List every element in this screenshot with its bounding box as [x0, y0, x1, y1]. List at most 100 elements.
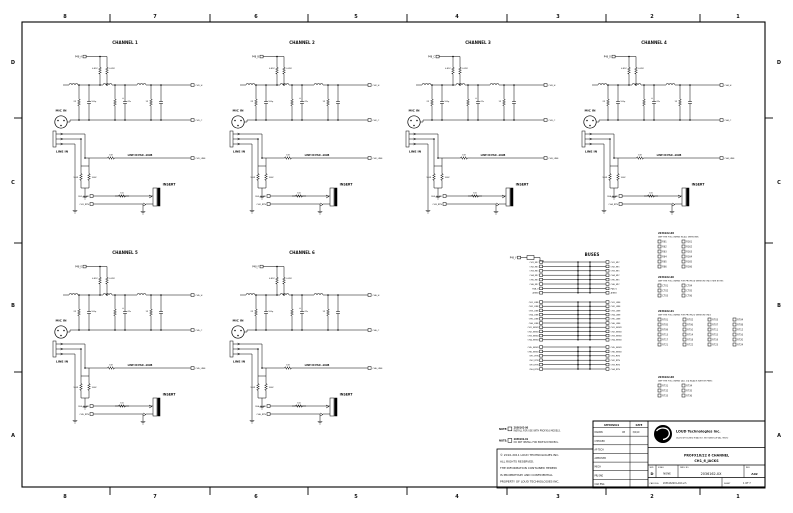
- res-value: 6.81K: [286, 278, 292, 280]
- res-value: 100K: [250, 387, 256, 389]
- res-value: 6.81K: [286, 68, 292, 70]
- net-tag: CH6_SEND: [255, 406, 267, 408]
- dnp-ref-des: R165: [686, 261, 692, 264]
- res-value: 100K: [92, 387, 98, 389]
- dnp-ref-des: R161: [686, 241, 692, 244]
- net-tag: CH6_H: [372, 295, 379, 297]
- dwg-no-value: 2036162-XX: [701, 472, 722, 476]
- zone-number-top: 4: [455, 14, 459, 20]
- dnp-ref-des: R718: [687, 339, 693, 342]
- bus-signal-left: CH6_SEND: [528, 351, 539, 353]
- bus-row: CH6_SEND CH6_SEND: [528, 349, 622, 353]
- zone-number-top: 5: [354, 14, 358, 20]
- dnp-ref-des: R732: [662, 390, 668, 393]
- res-value: 6.81K: [462, 68, 468, 70]
- scale-value: NONE: [663, 472, 671, 476]
- line-pad-label: LINE IN PAD -10dB: [657, 154, 682, 157]
- res-value: 100: [120, 193, 124, 195]
- cap-value: 100p: [268, 101, 274, 103]
- dnp-ref-des: R61: [662, 241, 667, 244]
- dnp-ref-des: R723: [712, 344, 718, 347]
- dnp-group-desc: DNP THE FOLLOWING FOR PROFX16 VERSION ON…: [658, 280, 724, 282]
- bus-signal-right: CH4_SEND: [611, 340, 622, 342]
- zone-number-bottom: 6: [254, 494, 258, 500]
- polarity-mark: +: [475, 97, 477, 100]
- dnp-ref-des: C703: [662, 295, 668, 298]
- dnp-ref-des: R162: [686, 246, 692, 249]
- net-tag: CH5_RTN: [80, 414, 90, 416]
- dnp-ref-des: R63: [662, 251, 667, 254]
- bus-signal-left: CH3_LINE: [529, 310, 540, 312]
- bus-signal-right: CH1_LINE: [611, 302, 622, 304]
- net-tag: CH3_RTN: [433, 204, 443, 206]
- dnp-ref-des: R710: [687, 329, 693, 332]
- insert-label: INSERT: [692, 183, 706, 187]
- line-pad-label: LINE IN PAD -10dB: [305, 364, 330, 367]
- bus-signal-left: CH3_MIC: [530, 271, 540, 273]
- bus-signal-right: CH1_SEND: [611, 327, 622, 329]
- res-value: 100K: [602, 177, 608, 179]
- drawing-title-line1: PROFX16/22 6 CHANNEL: [684, 454, 730, 458]
- res-value: 1K: [499, 101, 502, 103]
- bus-signal-right: CH4_LINE: [611, 315, 622, 317]
- drawing-title-line2: CH1_6_JACKS: [694, 459, 719, 463]
- channel-title: CHANNEL 5: [112, 250, 138, 255]
- net-tag: CH5_C: [195, 330, 202, 332]
- bus-signal-left: P48_V: [532, 288, 539, 290]
- bus-signal-right: CH6_LINE: [611, 323, 622, 325]
- net-tag: CH1_LINE: [195, 158, 206, 160]
- net-tag: CH2_H: [372, 85, 379, 87]
- mic-in-label: MIC IN: [56, 319, 67, 323]
- channel-title: CHANNEL 2: [289, 40, 315, 45]
- res-value: 100K: [92, 177, 98, 179]
- net-tag: CH3_LINE: [548, 158, 559, 160]
- p48-net-tag: P48_A: [75, 56, 82, 59]
- zone-number-top: 2: [650, 14, 654, 20]
- cap-value: 100p: [444, 101, 450, 103]
- dnp-ref-des: R163: [686, 251, 692, 254]
- res-value: 2K: [603, 101, 606, 103]
- res-value: 100K: [269, 387, 275, 389]
- approval-role: AP TECH: [595, 448, 605, 451]
- xlr-connector-icon: [583, 115, 597, 129]
- note-label: NOTE:: [499, 428, 507, 431]
- dnp-ref-des: R712: [737, 329, 743, 332]
- polarity-mark: +: [122, 307, 124, 310]
- dnp-ref-des: R714: [687, 334, 693, 337]
- zone-number-bottom: 7: [153, 494, 157, 500]
- net-tag: CH5_LINE: [195, 368, 206, 370]
- net-tag: CH1_H: [195, 85, 202, 87]
- dnp-ref-des: R704: [737, 319, 743, 322]
- copyright-line: PROPERTY OF LOUD TECHNOLOGIES INC.: [500, 479, 559, 483]
- cap-value: 100p: [268, 311, 274, 313]
- dnp-ref-des: R731: [662, 385, 668, 388]
- res-value: 6.81K: [269, 278, 275, 280]
- p48-net-tag: P48_B: [252, 56, 259, 59]
- zone-number-top: 7: [153, 14, 157, 20]
- dnp-group-id: 2036162-00: [658, 276, 674, 279]
- bus-signal-left: CH5_MIC: [530, 280, 540, 282]
- dnp-ref-des: R166: [686, 266, 692, 269]
- dnp-ref-des: R707: [712, 324, 718, 327]
- res-value: 100: [120, 403, 124, 405]
- dnp-ref-des: R164: [686, 256, 692, 259]
- insert-label: INSERT: [516, 183, 530, 187]
- mic-in-label: MIC IN: [233, 109, 244, 113]
- dnp-ref-des: R724: [737, 344, 743, 347]
- bus-signal-left: CH4_LINE: [529, 315, 540, 317]
- net-tag: CH1_SEND: [78, 196, 90, 198]
- bus-signal-right: CH6_SEND: [611, 351, 622, 353]
- bus-signal-left: CH1_LINE: [529, 302, 540, 304]
